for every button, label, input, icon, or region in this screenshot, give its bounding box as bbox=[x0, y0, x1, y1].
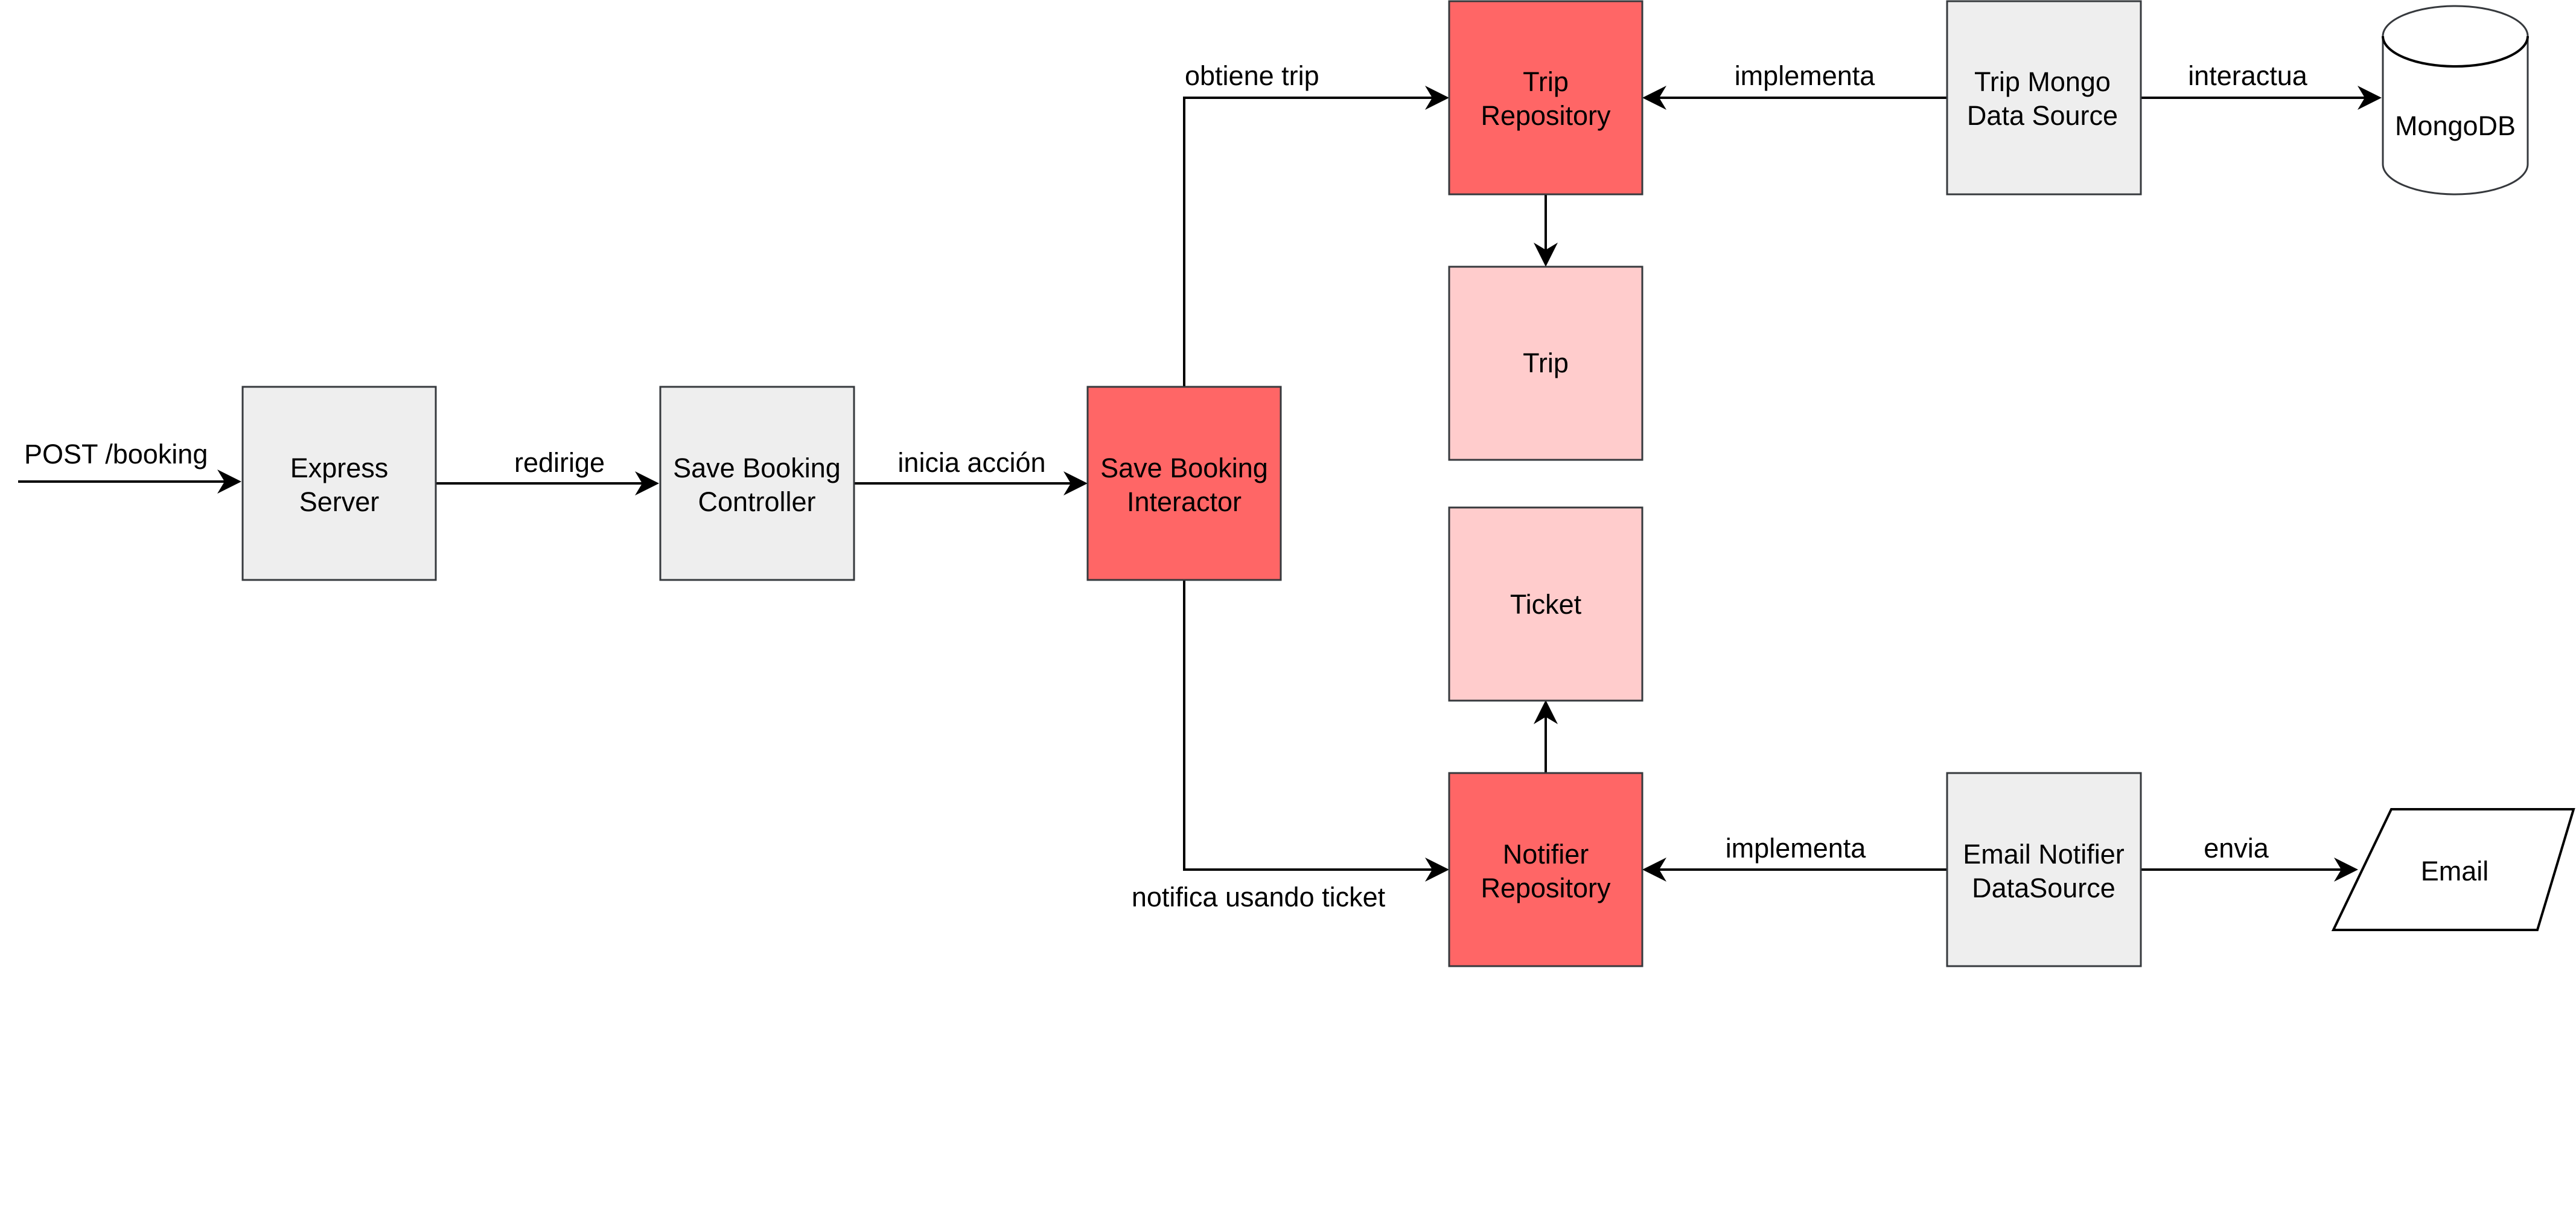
email-notifier-label-line1: Email Notifier bbox=[1963, 839, 2125, 870]
node-save-booking-interactor: Save Booking Interactor bbox=[1086, 386, 1282, 581]
node-trip-repository: Trip Repository bbox=[1448, 0, 1643, 196]
label-interactua: interactua bbox=[2188, 60, 2308, 91]
trip-box bbox=[1448, 266, 1643, 461]
controller-box bbox=[659, 386, 855, 581]
edge-notifica bbox=[1183, 580, 1449, 882]
email-notifier-box bbox=[1946, 772, 2142, 967]
label-redirige: redirige bbox=[514, 447, 605, 478]
node-express-server: Express Server bbox=[241, 386, 437, 581]
trip-repository-box bbox=[1448, 0, 1643, 196]
edge-labels: POST /booking redirige inicia acción obt… bbox=[24, 60, 2308, 912]
trip-mongo-label-line2: Data Source bbox=[1967, 100, 2118, 131]
edge-obtiene-trip bbox=[1183, 86, 1449, 387]
node-mongodb: MongoDB bbox=[2382, 5, 2529, 196]
interactor-label-line2: Interactor bbox=[1127, 486, 1242, 517]
node-ticket: Ticket bbox=[1448, 506, 1643, 702]
node-email-notifier-datasource: Email Notifier DataSource bbox=[1946, 772, 2142, 967]
label-post-booking: POST /booking bbox=[24, 439, 208, 469]
node-trip-mongo-data-source: Trip Mongo Data Source bbox=[1946, 0, 2142, 196]
express-server-label-line1: Express bbox=[290, 453, 389, 483]
label-inicia-accion: inicia acción bbox=[897, 447, 1045, 478]
label-implementa-notifier: implementa bbox=[1726, 833, 1867, 864]
notifier-repository-label-line2: Repository bbox=[1481, 873, 1611, 903]
mongodb-label: MongoDB bbox=[2395, 110, 2516, 141]
trip-repository-label-line1: Trip bbox=[1523, 66, 1569, 97]
node-trip: Trip bbox=[1448, 266, 1643, 461]
node-email: Email bbox=[2331, 808, 2575, 931]
trip-repository-label-line2: Repository bbox=[1481, 100, 1611, 131]
node-save-booking-controller: Save Booking Controller bbox=[659, 386, 855, 581]
email-parallelogram-icon bbox=[2331, 808, 2575, 931]
notifier-repository-box bbox=[1448, 772, 1643, 967]
label-notifica: notifica usando ticket bbox=[1132, 882, 1386, 912]
email-notifier-label-line2: DataSource bbox=[1972, 873, 2115, 903]
label-obtiene-trip: obtiene trip bbox=[1185, 60, 1319, 91]
notifier-repository-label-line1: Notifier bbox=[1503, 839, 1589, 870]
email-label: Email bbox=[2421, 856, 2489, 886]
trip-mongo-box bbox=[1946, 0, 2142, 196]
trip-mongo-label-line1: Trip Mongo bbox=[1974, 66, 2111, 97]
express-server-label-line2: Server bbox=[299, 486, 380, 517]
interactor-label-line1: Save Booking bbox=[1100, 453, 1268, 483]
mongodb-cylinder-icon bbox=[2382, 5, 2529, 196]
ticket-box bbox=[1448, 506, 1643, 702]
label-envia: envia bbox=[2204, 833, 2269, 864]
edges bbox=[18, 86, 2382, 882]
mongodb-cylinder-rim bbox=[2382, 36, 2529, 68]
controller-label-line1: Save Booking bbox=[673, 453, 841, 483]
interactor-box bbox=[1086, 386, 1282, 581]
trip-label: Trip bbox=[1523, 348, 1569, 378]
express-server-box bbox=[241, 386, 437, 581]
controller-label-line2: Controller bbox=[698, 486, 815, 517]
label-implementa-trip: implementa bbox=[1735, 60, 1876, 91]
ticket-label: Ticket bbox=[1510, 589, 1582, 620]
node-notifier-repository: Notifier Repository bbox=[1448, 772, 1643, 967]
